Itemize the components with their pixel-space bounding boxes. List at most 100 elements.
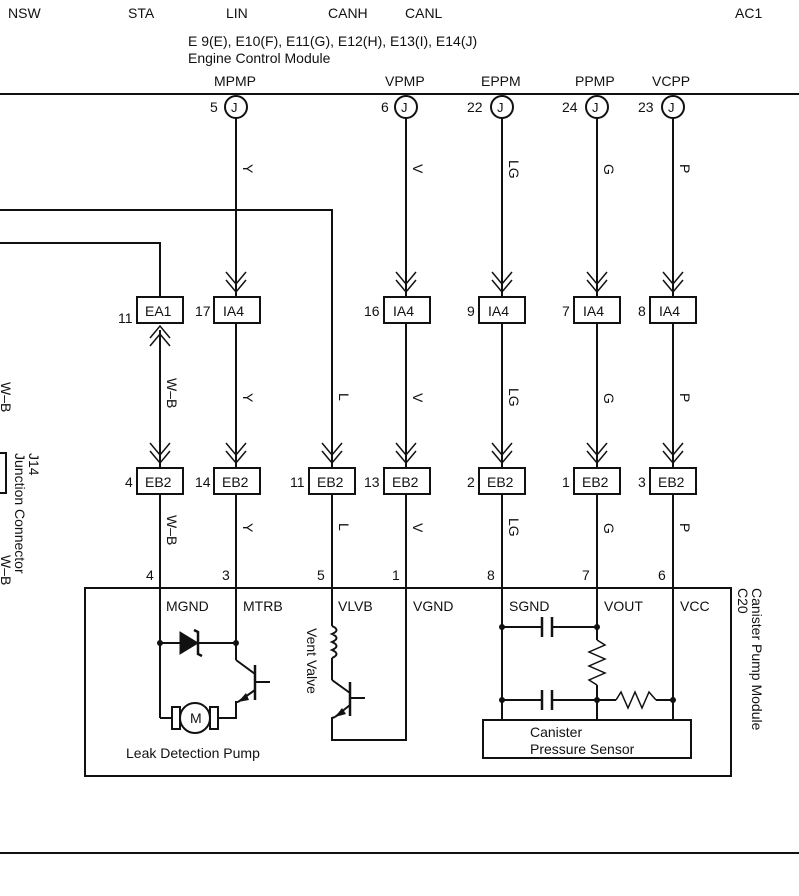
vent-valve-ground-wire	[331, 588, 407, 741]
color-code-upper-ppmp: G	[601, 164, 617, 175]
chevron-down-icon	[586, 442, 608, 465]
eb2-label: EB2	[582, 474, 609, 490]
connector-eb2-2: 2 EB2	[467, 467, 526, 495]
ecm-pin-ppmp: 24 J	[562, 95, 609, 119]
sensor-label-line2: Pressure Sensor	[530, 741, 635, 757]
module-pin-name-vlvb: VLVB	[338, 598, 373, 614]
module-pin-mgnd: 4	[146, 567, 154, 583]
chevron-down-icon	[149, 442, 171, 465]
junction-dot	[670, 697, 676, 703]
ecm-signal-eppm: EPPM	[481, 73, 521, 89]
eb2-label: EB2	[222, 474, 249, 490]
chevron-down-icon	[321, 442, 343, 465]
ecm-signal-vpmp: VPMP	[385, 73, 425, 89]
module-pin-sgnd: 8	[487, 567, 495, 583]
ia4-pin: 8	[638, 303, 646, 319]
junction-dot	[594, 624, 600, 630]
ea1-label: EA1	[145, 303, 172, 319]
junction-dot	[233, 640, 239, 646]
color-code-mid-l: L	[336, 393, 352, 401]
j14-id: J14	[26, 453, 42, 476]
pressure-sensor-circuit: Canister Pressure Sensor	[482, 588, 692, 759]
top-label-canl: CANL	[405, 5, 443, 21]
top-label-ac1: AC1	[735, 5, 762, 21]
ecm-pin-connector: J	[401, 100, 408, 115]
eb2-pin: 14	[195, 474, 211, 490]
color-code-upper-mpmp: Y	[240, 164, 256, 174]
eb2-chevrons	[149, 442, 684, 465]
connector-ia4-8: 8 IA4	[638, 296, 697, 324]
ecm-pin-mpmp: 5 J	[210, 95, 248, 119]
zener-diode-icon	[179, 628, 203, 658]
module-pin-name-vcc: VCC	[680, 598, 710, 614]
color-code-low-lg: LG	[506, 518, 522, 537]
pressure-sensor-box	[482, 719, 692, 759]
module-pin-vout: 7	[582, 567, 590, 583]
j14-title: Junction Connector	[12, 453, 28, 574]
color-code-ea1: W–B	[164, 378, 180, 408]
color-code-low-y: Y	[240, 523, 256, 533]
ecm-pin-connector: J	[497, 100, 504, 115]
eb2-pin: 3	[638, 474, 646, 490]
color-code-mid-v: V	[410, 393, 426, 403]
ea1-pin: 11	[118, 310, 133, 326]
module-pin-vcc: 6	[658, 567, 666, 583]
leak-detection-pump-label: Leak Detection Pump	[126, 745, 260, 761]
eb2-box	[573, 467, 621, 495]
ecm-pin-number: 6	[381, 99, 389, 115]
ia4-label: IA4	[583, 303, 604, 319]
ia4-pin: 9	[467, 303, 475, 319]
ia4-label: IA4	[659, 303, 680, 319]
module-pin-name-mgnd: MGND	[166, 598, 209, 614]
ia4-box	[478, 296, 526, 324]
coil-icon	[329, 625, 338, 659]
eb2-label: EB2	[317, 474, 344, 490]
eb2-label: EB2	[487, 474, 514, 490]
chevron-down-icon	[662, 271, 684, 294]
j14-box	[0, 452, 7, 494]
top-label-sta: STA	[128, 5, 155, 21]
ia4-label: IA4	[393, 303, 414, 319]
eb2-label: EB2	[145, 474, 172, 490]
junction-dot	[499, 697, 505, 703]
color-code-mid-p: P	[677, 393, 693, 402]
module-pin-mtrb: 3	[222, 567, 230, 583]
wire-l-from-left	[0, 209, 333, 468]
ecm-pin-vcpp: 23 J	[638, 95, 685, 119]
module-id: C20	[735, 588, 751, 614]
eb2-label: EB2	[392, 474, 419, 490]
eb2-pin: 11	[290, 474, 305, 490]
module-pin-name-sgnd: SGND	[509, 598, 549, 614]
vent-valve-label: Vent Valve	[304, 628, 320, 694]
eb2-pin: 13	[364, 474, 380, 490]
connector-eb2-3: 3 EB2	[638, 467, 697, 495]
chevron-down-icon	[225, 442, 247, 465]
ecm-pin-vpmp: 6 J	[381, 95, 418, 119]
module-pin-vgnd: 1	[392, 567, 400, 583]
color-code-low-g: G	[601, 523, 617, 534]
color-code-mid-g: G	[601, 393, 617, 404]
eb2-box	[649, 467, 697, 495]
ia4-chevrons	[225, 271, 684, 294]
ecm-pin-connector: J	[592, 100, 599, 115]
chevron-down-icon	[395, 271, 417, 294]
resistor-icon	[615, 690, 657, 710]
canister-pump-module-box	[84, 587, 732, 777]
module-title: Canister Pump Module	[749, 588, 765, 731]
transistor-to-motor-wire	[216, 701, 238, 719]
junction-dot	[157, 640, 163, 646]
ecm-signal-ppmp: PPMP	[575, 73, 615, 89]
connector-eb2-13: 13 EB2	[364, 467, 431, 495]
junction-dot	[594, 697, 600, 703]
eb2-pin: 4	[125, 474, 133, 490]
connector-eb2-4: 4 EB2	[125, 467, 184, 495]
eb2-pin: 1	[562, 474, 570, 490]
chevron-down-icon	[225, 271, 247, 294]
ia4-pin: 16	[364, 303, 380, 319]
ia4-pin: 7	[562, 303, 570, 319]
color-code-low-l: L	[336, 523, 352, 531]
ecm-title: Engine Control Module	[188, 50, 331, 66]
vent-valve-circuit: Vent Valve	[304, 588, 407, 741]
